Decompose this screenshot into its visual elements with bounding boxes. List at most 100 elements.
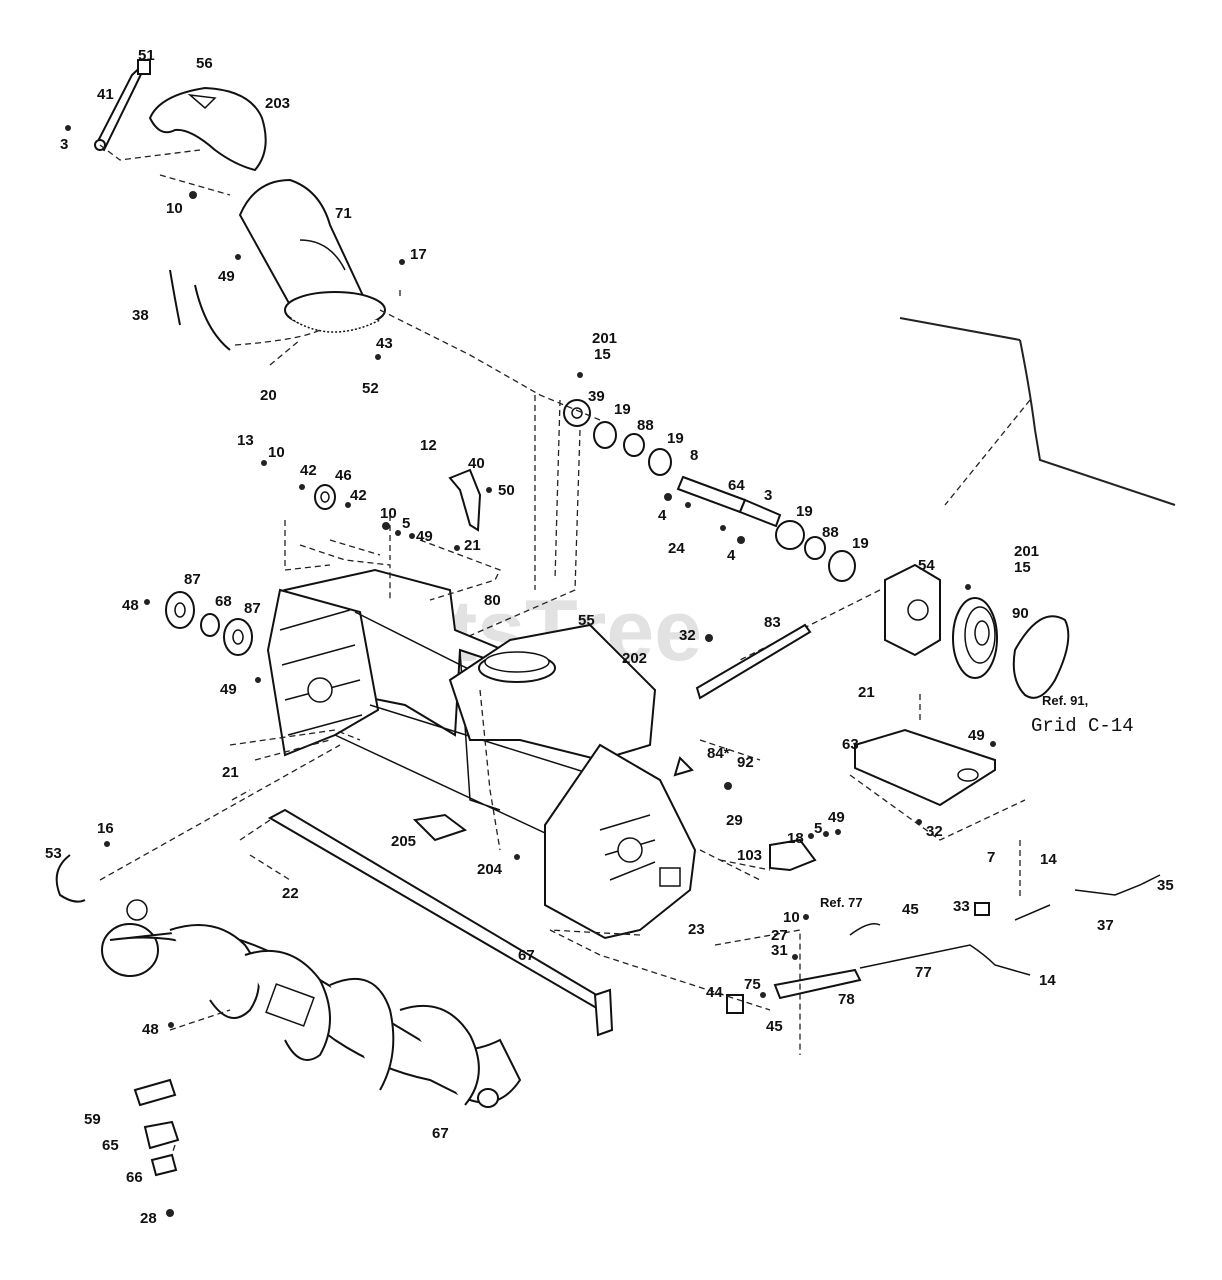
callout-10c: 10	[380, 505, 397, 522]
callout-77: 77	[915, 964, 932, 981]
auger-leader-lines	[169, 689, 501, 1161]
callout-31: 31	[771, 942, 788, 959]
callout-21a: 21	[464, 537, 481, 554]
mount-plate-leader-lines	[849, 690, 1026, 841]
callout-10b: 10	[268, 444, 285, 461]
callout-59: 59	[84, 1111, 101, 1128]
callout-45a: 45	[902, 901, 919, 918]
callout-4a: 4	[658, 507, 667, 524]
callout-16: 16	[97, 820, 114, 837]
callout-20: 20	[260, 387, 277, 404]
callout-14a: 14	[1040, 851, 1057, 868]
bearing-flange-19a	[593, 421, 617, 449]
callout-39: 39	[588, 388, 605, 405]
callout-88a: 88	[637, 417, 654, 434]
callout-68: 68	[215, 593, 232, 610]
shaft-64	[676, 475, 782, 528]
bearing-flange-87b	[223, 618, 253, 656]
callout-67a: 67	[518, 947, 535, 964]
linkage-leader-lines	[549, 739, 1021, 1055]
callout-14b: 14	[1039, 972, 1056, 989]
callout-13: 13	[237, 432, 254, 449]
callout-21c: 21	[858, 684, 875, 701]
callout-32b: 32	[926, 823, 943, 840]
left-leader-lines	[99, 515, 501, 881]
callout-33: 33	[953, 898, 970, 915]
rod-37	[1014, 874, 1161, 921]
callout-49d: 49	[968, 727, 985, 744]
sprocket-53	[55, 854, 86, 903]
callout-71: 71	[335, 205, 352, 222]
chute-rod-41	[94, 59, 151, 152]
bracket-84	[673, 756, 694, 777]
callout-83: 83	[764, 614, 781, 631]
blower-housing-202	[448, 623, 657, 762]
callout-65: 65	[102, 1137, 119, 1154]
bracket-205	[412, 813, 468, 842]
callout-19a: 19	[614, 401, 631, 418]
callout-205: 205	[391, 833, 416, 850]
callout-19d: 19	[852, 535, 869, 552]
callout-52: 52	[362, 380, 379, 397]
callout-78: 78	[838, 991, 855, 1008]
chute-deflector-203	[148, 86, 267, 172]
callout-88b: 88	[822, 524, 839, 541]
tractor-frame-edge	[1019, 339, 1036, 431]
spring-45	[849, 923, 881, 936]
callout-5b: 5	[814, 820, 822, 837]
spacer-46	[314, 484, 336, 510]
callout-18: 18	[787, 830, 804, 847]
chute-ring-gear	[289, 317, 381, 333]
callout-67b: 67	[432, 1125, 449, 1142]
callout-12: 12	[420, 437, 437, 454]
plate-66	[150, 1153, 178, 1177]
callout-29: 29	[726, 812, 743, 829]
callout-21b: 21	[222, 764, 239, 781]
callout-3b: 3	[764, 487, 772, 504]
bearing-88b	[804, 536, 826, 560]
callout-84: 84*	[707, 745, 730, 762]
callout-92: 92	[737, 754, 754, 771]
callout-49e: 49	[828, 809, 845, 826]
scraper-59	[133, 1078, 177, 1107]
callout-49c: 49	[220, 681, 237, 698]
shaft-leader-lines	[459, 394, 1031, 661]
bearing-flange-19c	[775, 520, 805, 550]
callout-15b: 15	[1014, 559, 1031, 576]
callout-labels: 51 56 41 203 3 10 71 49 17 38 43 52 20 2…	[45, 47, 1174, 1227]
callout-202: 202	[622, 650, 647, 667]
callout-55: 55	[578, 612, 595, 629]
mount-54	[884, 563, 941, 657]
callout-53: 53	[45, 845, 62, 862]
callout-19b: 19	[667, 430, 684, 447]
callout-201b: 201	[1014, 543, 1039, 560]
bracket-103	[769, 838, 817, 872]
callout-87a: 87	[184, 571, 201, 588]
control-rod-77	[859, 944, 1031, 976]
callout-63: 63	[842, 736, 859, 753]
callout-201a: 201	[592, 330, 617, 347]
grid-note: Grid C-14	[1031, 715, 1134, 737]
callout-41: 41	[97, 86, 114, 103]
callout-32a: 32	[679, 627, 696, 644]
callout-17: 17	[410, 246, 427, 263]
callout-56: 56	[196, 55, 213, 72]
callout-46: 46	[335, 467, 352, 484]
callout-44: 44	[706, 984, 723, 1001]
pulley-90	[952, 597, 998, 679]
callout-103: 103	[737, 847, 762, 864]
callout-3a: 3	[60, 136, 68, 153]
callout-50: 50	[498, 482, 515, 499]
bearing-flange-19b	[648, 448, 672, 476]
callout-4b: 4	[727, 547, 736, 564]
callout-27: 27	[771, 927, 788, 944]
callout-64: 64	[728, 477, 745, 494]
callout-42a: 42	[300, 462, 317, 479]
paddle-bracket	[265, 983, 315, 1027]
bearing-68	[200, 613, 220, 637]
callout-7: 7	[987, 849, 995, 866]
callout-66: 66	[126, 1169, 143, 1186]
chute-71	[238, 178, 386, 332]
mounting-strip-83	[695, 623, 812, 700]
